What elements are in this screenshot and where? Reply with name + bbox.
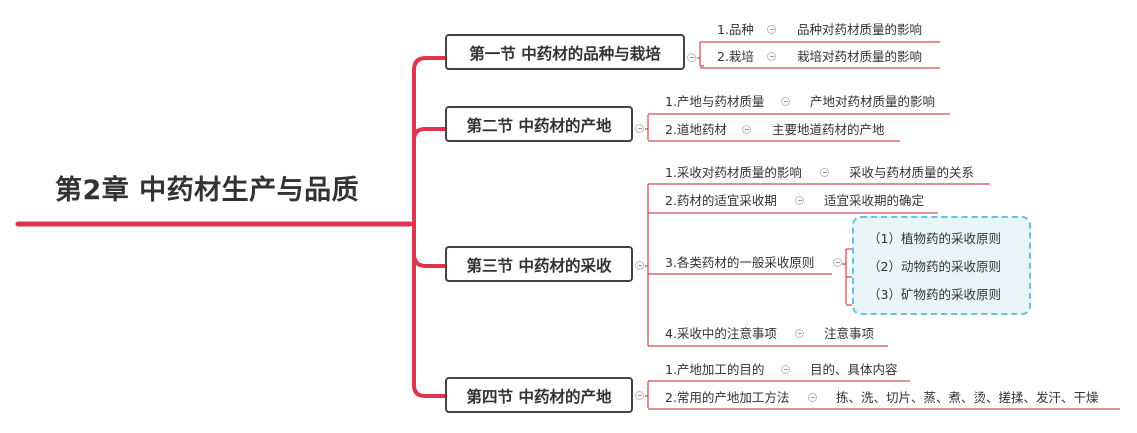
collapse-icon-sec2-item2[interactable] [742, 125, 751, 134]
branch-sec3 [412, 224, 446, 268]
collapse-icon-section-3[interactable] [635, 261, 644, 270]
collapse-icon-section-1[interactable] [687, 53, 696, 62]
sec3-item4-detail[interactable]: 注意事项 [824, 326, 875, 341]
collapse-icon-sec1-item2[interactable] [767, 52, 776, 61]
sec1-item1-label[interactable]: 1.品种 [717, 22, 754, 37]
sec2-item2-label[interactable]: 2.道地药材 [665, 122, 727, 137]
sec3-item1-detail[interactable]: 采收与药材质量的关系 [849, 165, 975, 180]
section-topic-3[interactable]: 第三节 中药材的采收 [445, 246, 633, 282]
sec2-item1-label[interactable]: 1.产地与药材质量 [665, 94, 765, 109]
collapse-icon-sec4-item2[interactable] [808, 393, 817, 402]
branch-sec2 [412, 127, 446, 141]
sec3-item3-children-connector [842, 249, 847, 304]
sec1-connector [697, 41, 704, 67]
sec3-sub2-label[interactable]: （2）动物药的采收原则 [868, 259, 1001, 274]
collapse-icon-sec1-item1[interactable] [767, 25, 776, 34]
sec3-sub3-label[interactable]: （3）矿物药的采收原则 [868, 287, 1001, 302]
branch-sec4 [412, 254, 446, 398]
collapse-icon-sec3-item4[interactable] [795, 329, 804, 338]
sec2-connector [645, 115, 649, 140]
sec3-item3-label[interactable]: 3.各类药材的一般采收原则 [665, 255, 815, 270]
sec3-item2-detail[interactable]: 适宜采收期的确定 [824, 193, 925, 208]
sub-items-boundary [852, 216, 1031, 315]
root-topic[interactable]: 第2章 中药材生产与品质 [55, 175, 360, 206]
section-topic-2[interactable]: 第二节 中药材的产地 [445, 106, 633, 142]
collapse-icon-section-4[interactable] [635, 391, 644, 400]
collapse-icon-sec3-item2[interactable] [795, 196, 804, 205]
collapse-icon-sec3-item1[interactable] [820, 168, 829, 177]
sec1-item2-label[interactable]: 2.栽培 [717, 49, 754, 64]
collapse-icon-section-2[interactable] [635, 124, 644, 133]
sec3-item4-label[interactable]: 4.采收中的注意事项 [665, 326, 777, 341]
sec4-item1-label[interactable]: 1.产地加工的目的 [665, 362, 765, 377]
sec1-item2-detail[interactable]: 栽培对药材质量的影响 [797, 49, 923, 64]
sec3-sub1-label[interactable]: （1）植物药的采收原则 [868, 231, 1001, 246]
sec1-item1-detail[interactable]: 品种对药材质量的影响 [797, 22, 923, 37]
sec4-item2-detail[interactable]: 拣、洗、切片、蒸、煮、烫、搓揉、发汗、干燥 [836, 390, 1099, 405]
sec4-item2-label[interactable]: 2.常用的产地加工方法 [665, 390, 790, 405]
sec2-item2-detail[interactable]: 主要地道药材的产地 [772, 122, 885, 137]
collapse-icon-sec4-item1[interactable] [781, 365, 790, 374]
section-topic-1[interactable]: 第一节 中药材的品种与栽培 [445, 34, 685, 70]
sec3-connector [645, 184, 649, 346]
collapse-icon-sec2-item1[interactable] [781, 97, 790, 106]
sec2-item1-detail[interactable]: 产地对药材质量的影响 [810, 94, 936, 109]
sec4-item1-detail[interactable]: 目的、具体内容 [810, 362, 898, 377]
sec3-item1-label[interactable]: 1.采收对药材质量的影响 [665, 165, 802, 180]
sec3-item2-label[interactable]: 2.药材的适宜采收期 [665, 193, 777, 208]
collapse-icon-sec3-item3[interactable] [833, 258, 842, 267]
section-topic-4[interactable]: 第四节 中药材的产地 [445, 377, 633, 413]
sec4-connector [645, 381, 649, 408]
